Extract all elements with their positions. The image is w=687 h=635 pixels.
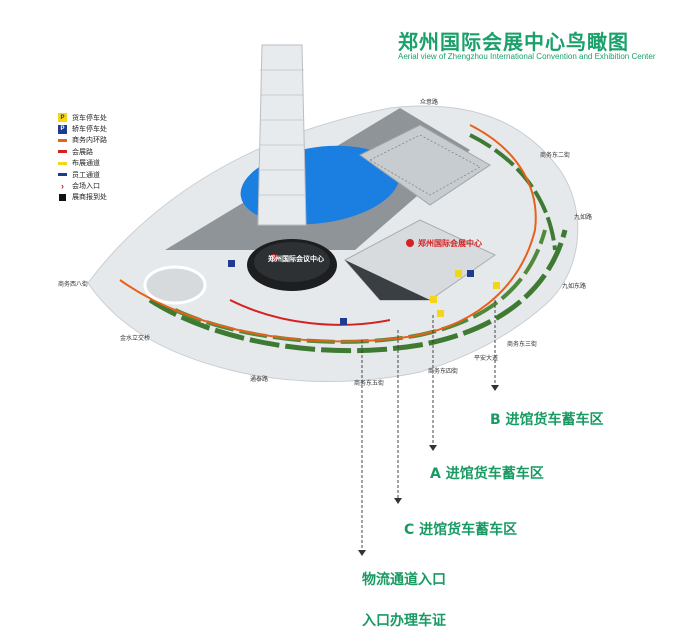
exhibition-label: 郑州国际会展中心 bbox=[418, 239, 482, 248]
parking-marker bbox=[228, 260, 235, 267]
chevron-right-icon: › bbox=[61, 180, 64, 191]
road-shangwu-5: 商务东五街 bbox=[354, 380, 385, 387]
zone-c-label: C 进馆货车蓄车区 bbox=[404, 522, 518, 538]
legend-item-exhibitor-checkin: 展商报到处 bbox=[58, 192, 107, 203]
road-zhongyi: 众意路 bbox=[420, 99, 439, 106]
parking-marker bbox=[493, 282, 500, 289]
legend-item-car-parking: P 轿车停车处 bbox=[58, 123, 107, 134]
ring-road bbox=[119, 124, 537, 343]
legend-item-setup-channel: 布展通道 bbox=[58, 158, 107, 169]
logistics-entrance-label: 物流通道入口 bbox=[362, 572, 446, 588]
legend-item-ring-road: 商务内环路 bbox=[58, 135, 107, 146]
legend-item-venue-entrance: › 会场入口 bbox=[58, 180, 107, 191]
parking-marker bbox=[437, 310, 444, 317]
pin-exhibition bbox=[406, 239, 414, 247]
road-pingan: 平安大道 bbox=[474, 355, 499, 362]
road-shangwu-2: 商务东二街 bbox=[540, 152, 571, 159]
map-subtitle: Aerial view of Zhengzhou International C… bbox=[398, 52, 656, 61]
yellow-line-icon bbox=[58, 159, 67, 168]
red-line-icon bbox=[58, 147, 67, 156]
legend-item-expo-road: 会展路 bbox=[58, 146, 107, 157]
legend-item-staff-channel: 员工通道 bbox=[58, 169, 107, 180]
road-jiuru-east: 九如东路 bbox=[562, 283, 587, 290]
green-belt-outer bbox=[148, 229, 568, 354]
parking-marker bbox=[340, 318, 347, 325]
legend-item-truck-parking: P 货车停车处 bbox=[58, 112, 107, 123]
black-square-icon bbox=[58, 193, 67, 202]
road-shangwu-3: 商务东三街 bbox=[507, 341, 538, 348]
road-shangwu-west-8: 商务西八街 bbox=[58, 281, 89, 288]
convention-label: 郑州国际会议中心 bbox=[268, 255, 324, 263]
parking-marker bbox=[430, 296, 437, 303]
map-legend: P 货车停车处 P 轿车停车处 商务内环路 会展路 布展通道 员工通道 › 会场… bbox=[58, 112, 107, 203]
road-jinshui: 金水立交桥 bbox=[120, 335, 151, 342]
parking-marker bbox=[467, 270, 474, 277]
loop-road bbox=[143, 265, 207, 305]
blue-line-icon bbox=[58, 170, 67, 179]
orange-line-icon bbox=[58, 136, 67, 145]
expo-road bbox=[229, 299, 391, 326]
parking-marker bbox=[455, 270, 462, 277]
map-title: 郑州国际会展中心鸟瞰图 bbox=[398, 30, 629, 54]
car-parking-icon: P bbox=[58, 124, 67, 134]
road-shangwu-4: 商务东四街 bbox=[428, 368, 459, 375]
zone-a-label: A 进馆货车蓄车区 bbox=[430, 466, 544, 482]
road-tongtai: 通泰路 bbox=[250, 376, 269, 383]
road-jiuru: 九如路 bbox=[574, 214, 593, 221]
truck-parking-icon: P bbox=[58, 113, 67, 123]
zone-b-label: B 进馆货车蓄车区 bbox=[490, 412, 604, 428]
permit-office-label: 入口办理车证 bbox=[362, 613, 446, 629]
tower bbox=[257, 44, 307, 226]
parking-block bbox=[359, 124, 491, 206]
pin-convention bbox=[270, 254, 278, 262]
